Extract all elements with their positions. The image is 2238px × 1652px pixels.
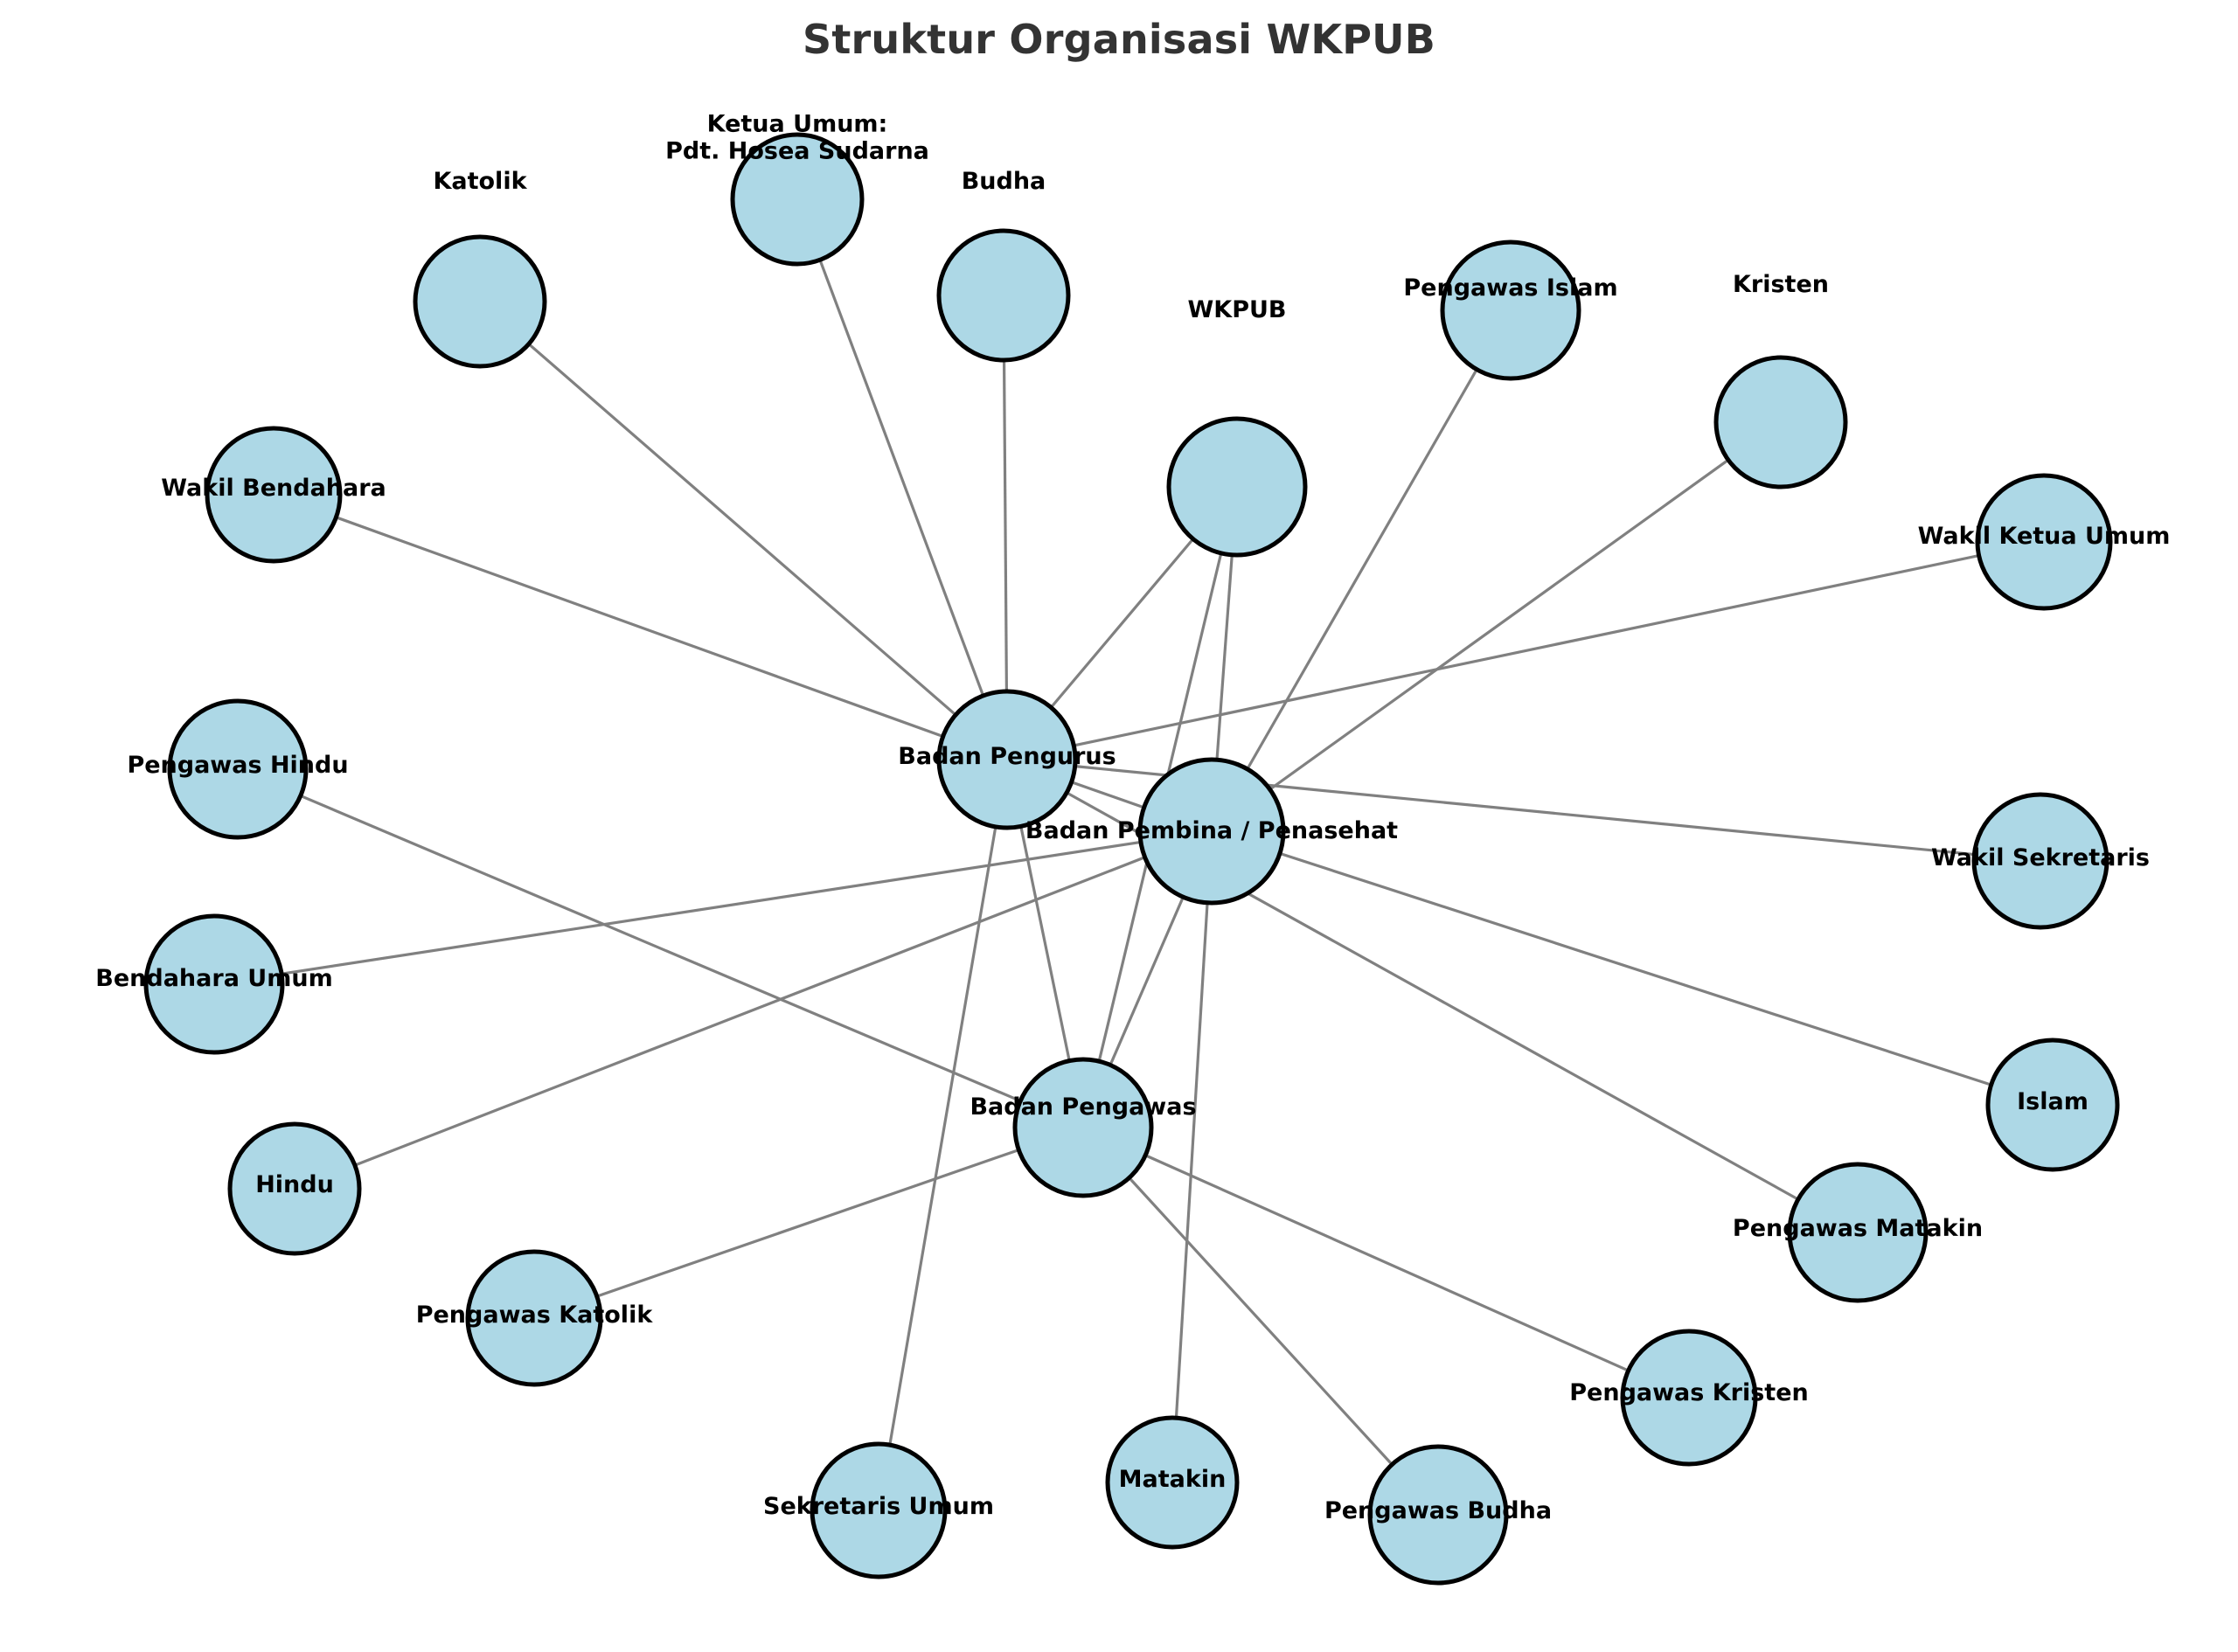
graph-node-pengawas_katolik[interactable] (465, 1249, 603, 1387)
graph-edge (1174, 902, 1209, 1419)
nodes-layer (143, 132, 2120, 1586)
graph-node-budha[interactable] (936, 228, 1071, 363)
graph-node-wakil_bendahara[interactable] (205, 426, 343, 564)
graph-edge (1215, 554, 1234, 760)
graph-edge (1019, 826, 1071, 1061)
graph-edge (1071, 781, 1145, 809)
graph-edge (888, 826, 997, 1446)
graph-node-bendahara_umum[interactable] (143, 913, 285, 1055)
graph-node-islam[interactable] (1985, 1038, 2120, 1172)
graph-edge (1050, 538, 1194, 709)
graph-edge (1109, 896, 1185, 1066)
graph-node-pengawas_budha[interactable] (1367, 1444, 1509, 1586)
graph-edge (1279, 851, 1992, 1086)
graph-edge (818, 259, 985, 697)
graph-edge (300, 794, 1021, 1103)
page-title: Struktur Organisasi WKPUB (803, 16, 1435, 63)
graph-node-badan_pengurus[interactable] (936, 689, 1078, 830)
graph-node-pengawas_matakin[interactable] (1787, 1162, 1929, 1303)
graph-node-pengawas_islam[interactable] (1440, 239, 1581, 381)
graph-node-badan_pembina[interactable] (1137, 757, 1286, 906)
graph-node-hindu[interactable] (227, 1121, 362, 1256)
graph-edge (1128, 1177, 1394, 1466)
graph-node-badan_pengawas[interactable] (1012, 1057, 1154, 1198)
graph-edge (1074, 554, 1979, 747)
graph-node-pengawas_hindu[interactable] (167, 698, 309, 840)
graph-edge (527, 343, 957, 717)
graph-node-wakil_ketua_umum[interactable] (1975, 473, 2113, 611)
graph-edge (354, 856, 1146, 1167)
graph-node-matakin[interactable] (1105, 1415, 1240, 1550)
graph-node-katolik[interactable] (413, 234, 547, 369)
graph-node-ketua_umum[interactable] (730, 132, 865, 267)
graph-edge (281, 840, 1142, 975)
graph-edge (1002, 359, 1009, 692)
graph-edge (1268, 458, 1729, 791)
graph-node-pengawas_kristen[interactable] (1620, 1329, 1758, 1467)
graph-edge (335, 516, 944, 739)
graph-node-wkpub[interactable] (1166, 416, 1308, 558)
graph-edge (596, 1149, 1019, 1298)
graph-node-wakil_sekretaris[interactable] (1971, 792, 2109, 930)
edges-layer (281, 259, 1992, 1466)
graph-edge (1144, 1154, 1630, 1372)
graph-edge (1246, 368, 1478, 770)
graph-node-sekretaris_umum[interactable] (810, 1441, 948, 1579)
graph-node-kristen[interactable] (1713, 355, 1848, 489)
